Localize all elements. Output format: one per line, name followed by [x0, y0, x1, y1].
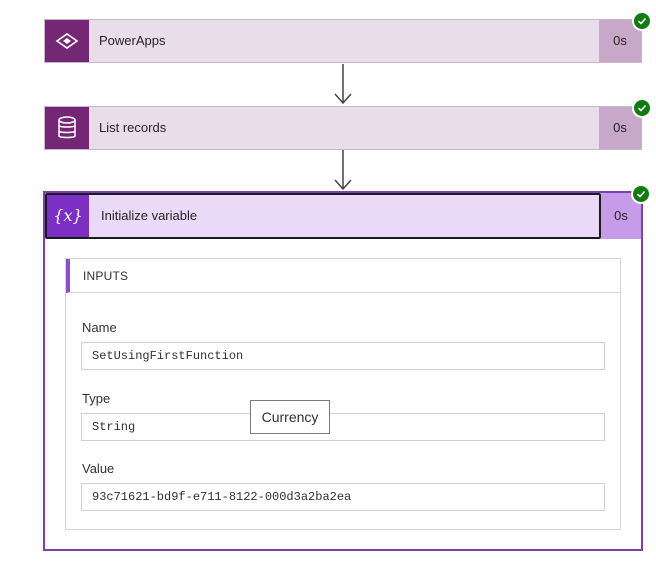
database-icon-box	[45, 107, 89, 149]
value-field-value[interactable]: 93c71621-bd9f-e711-8122-000d3a2ba2ea	[81, 483, 605, 511]
name-field-label: Name	[82, 320, 117, 335]
powerapps-icon-box	[45, 20, 89, 62]
step-title: PowerApps	[99, 33, 166, 48]
inputs-header[interactable]: INPUTS	[66, 259, 620, 293]
success-check-icon	[632, 11, 652, 31]
svg-text:{x}: {x}	[53, 206, 82, 225]
step-header-initialize-variable[interactable]: {x} Initialize variable	[45, 193, 601, 239]
value-field-label: Value	[82, 461, 115, 476]
powerapps-icon	[55, 33, 79, 49]
variable-icon-box: {x}	[47, 195, 89, 237]
database-icon	[58, 116, 76, 139]
success-check-icon	[632, 98, 652, 118]
inputs-panel: INPUTS Name SetUsingFirstFunction Type S…	[65, 258, 621, 530]
name-field-value[interactable]: SetUsingFirstFunction	[81, 342, 605, 370]
type-field-label: Type	[82, 391, 111, 406]
step-title: List records	[99, 120, 167, 135]
connector-arrow-icon	[334, 64, 352, 105]
step-card-list-records[interactable]: List records 0s	[44, 106, 642, 150]
connector-arrow-icon	[334, 150, 352, 191]
step-card-powerapps[interactable]: PowerApps 0s	[44, 19, 642, 63]
variable-icon: {x}	[53, 206, 82, 225]
step-title: Initialize variable	[101, 208, 198, 223]
success-check-icon	[631, 184, 651, 204]
type-field-value[interactable]: String	[81, 413, 605, 441]
tooltip: Currency	[250, 400, 330, 434]
inputs-header-label: INPUTS	[83, 269, 129, 283]
step-card-initialize-variable: {x} Initialize variable 0s INPUTS Name S…	[43, 191, 643, 551]
